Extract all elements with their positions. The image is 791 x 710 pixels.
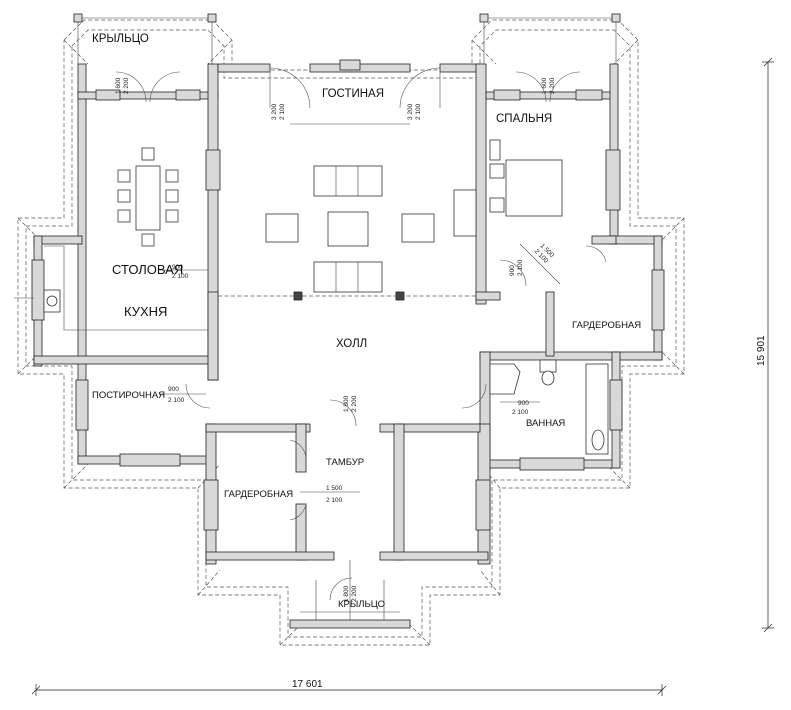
opening-width: 900 xyxy=(509,265,516,276)
dining-table-set xyxy=(117,147,179,247)
room-living: ГОСТИНАЯ xyxy=(322,88,384,100)
roof-outline xyxy=(17,19,685,646)
opening-width: 900 xyxy=(172,264,183,271)
room-porch-top: КРЫЛЬЦО xyxy=(92,33,149,45)
room-wardrobe-left: ГАРДЕРОБНАЯ xyxy=(224,489,293,500)
living-furniture xyxy=(265,165,435,293)
opening-height: 2 200 xyxy=(123,77,130,94)
porch-posts-top xyxy=(73,13,621,64)
room-porch-bottom: КРЫЛЬЦО xyxy=(338,599,385,610)
total-width-label: 17 601 xyxy=(292,679,323,690)
opening-height: 2 100 xyxy=(279,103,286,120)
room-wardrobe-right: ГАРДЕРОБНАЯ xyxy=(572,320,641,331)
kitchen-counter xyxy=(14,245,208,331)
room-laundry: ПОСТИРОЧНАЯ xyxy=(92,390,165,401)
room-bathroom: ВАННАЯ xyxy=(526,418,565,429)
opening-width: 1 600 xyxy=(541,77,548,94)
opening-height: 2 200 xyxy=(351,395,358,412)
opening-height: 2 100 xyxy=(512,409,529,416)
opening-width: 900 xyxy=(518,400,529,407)
opening-height: 2 100 xyxy=(326,497,343,504)
room-vestibule: ТАМБУР xyxy=(326,457,364,468)
room-kitchen: КУХНЯ xyxy=(124,304,167,319)
hall-beam xyxy=(218,291,476,301)
walls xyxy=(31,59,665,565)
opening-width: 1 600 xyxy=(115,77,122,94)
opening-width: 3 200 xyxy=(271,103,278,120)
opening-height: 2 100 xyxy=(517,259,524,276)
room-hall: ХОЛЛ xyxy=(336,338,367,350)
opening-height: 2 200 xyxy=(549,77,556,94)
room-dining: СТОЛОВАЯ xyxy=(112,262,183,277)
door-swings xyxy=(115,67,607,601)
opening-width: 1 500 xyxy=(326,485,343,492)
bathroom-fixtures xyxy=(489,359,609,455)
bedroom-furniture xyxy=(453,139,563,237)
opening-height: 2 200 xyxy=(351,585,358,602)
porch-bottom xyxy=(289,560,411,629)
opening-width: 900 xyxy=(168,386,179,393)
dimension-lines xyxy=(31,57,774,696)
opening-height: 2 100 xyxy=(168,397,185,404)
opening-width: 1 800 xyxy=(343,395,350,412)
room-bedroom: СПАЛЬНЯ xyxy=(496,113,552,125)
opening-height: 2 100 xyxy=(172,273,189,280)
total-height-label: 15 901 xyxy=(756,335,767,366)
opening-width: 1 800 xyxy=(343,585,350,602)
opening-width: 3 200 xyxy=(407,103,414,120)
room-labels: КРЫЛЬЦО ГОСТИНАЯ СПАЛЬНЯ СТОЛОВАЯ КУХНЯ … xyxy=(92,33,641,610)
opening-height: 2 100 xyxy=(415,103,422,120)
